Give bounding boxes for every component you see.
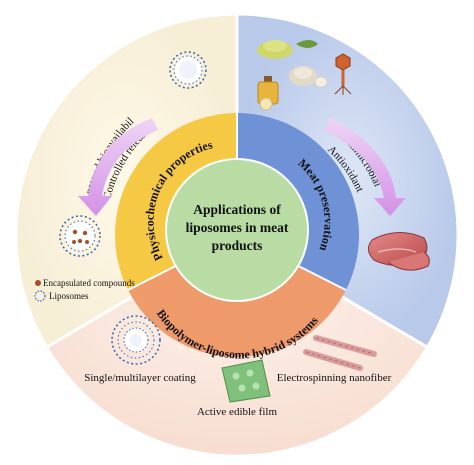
encapsulated-compound-dot — [35, 280, 41, 286]
edible-film-icon — [221, 359, 271, 403]
green-powder-icon — [257, 40, 318, 59]
label-coating: Single/multilayer coating — [84, 372, 196, 384]
liposome-encapsulated-icon — [59, 215, 101, 257]
center-title-line2: liposomes in meat — [186, 220, 289, 235]
label-nanofiber: Electrospinning nanofiber — [277, 372, 392, 384]
white-powder-icon — [289, 66, 328, 88]
left-curved-arrow — [78, 118, 158, 216]
center-circle — [165, 158, 309, 302]
nanofiber-icon — [303, 335, 377, 371]
bacteriophage-icon — [334, 53, 352, 95]
right-curved-arrow — [324, 118, 406, 216]
label-film: Active edible film — [197, 406, 277, 418]
meat-icon — [368, 232, 430, 271]
legend-liposomes-text: Liposomes — [49, 291, 89, 301]
center-title-line1: Applications of — [193, 202, 281, 217]
legend-encapsulated-text: Encapsulated compounds — [43, 278, 135, 288]
center-title-line3: products — [212, 238, 263, 253]
liposome-icon-top — [169, 51, 207, 89]
multilayer-coating-icon — [111, 315, 161, 365]
legend-liposome-icon — [34, 290, 46, 302]
oil-bottle-icon — [257, 76, 279, 111]
